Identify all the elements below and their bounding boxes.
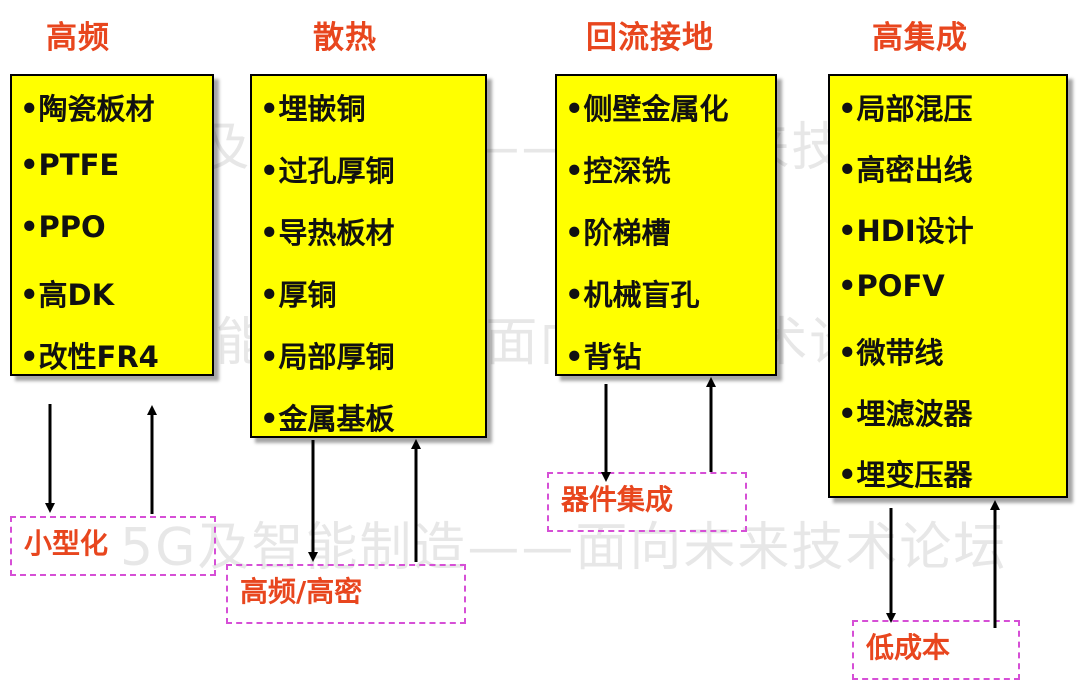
box-return-grounding: •侧壁金属化 •控深铣 •阶梯槽 •机械盲孔 •背钻 — [555, 74, 777, 376]
column-title-high-integration: 高集成 — [872, 20, 968, 56]
box-high-integration: •局部混压 •高密出线 •HDI设计 •POFV •微带线 •埋滤波器 •埋变压… — [828, 74, 1068, 498]
list-item: •埋变压器 — [838, 458, 973, 492]
list-item: •PTFE — [20, 148, 120, 182]
list-item: •金属基板 — [260, 402, 395, 436]
list-item: •机械盲孔 — [565, 278, 700, 312]
outcome-label: 小型化 — [24, 527, 109, 560]
outcome-low-cost: 低成本 — [852, 620, 1020, 680]
outcome-label: 器件集成 — [561, 483, 674, 516]
list-item: •高密出线 — [838, 153, 973, 187]
list-item: •厚铜 — [260, 278, 337, 312]
list-item: •微带线 — [838, 336, 944, 370]
list-item: •过孔厚铜 — [260, 154, 395, 188]
box-heat-dissipation: •埋嵌铜 •过孔厚铜 •导热板材 •厚铜 •局部厚铜 •金属基板 — [250, 74, 487, 438]
column-title-heat-dissipation: 散热 — [313, 20, 377, 56]
list-item: •改性FR4 — [20, 340, 159, 374]
list-item: •陶瓷板材 — [20, 92, 155, 126]
outcome-miniaturization: 小型化 — [10, 516, 216, 576]
list-item: •埋滤波器 — [838, 397, 973, 431]
outcome-label: 高频/高密 — [240, 575, 363, 608]
box-high-frequency: •陶瓷板材 •PTFE •PPO •高DK •改性FR4 — [10, 74, 214, 376]
list-item: •HDI设计 — [838, 214, 974, 248]
column-title-high-frequency: 高频 — [46, 20, 110, 56]
list-item: •控深铣 — [565, 154, 671, 188]
list-item: •局部厚铜 — [260, 340, 395, 374]
column-title-return-grounding: 回流接地 — [586, 20, 714, 56]
list-item: •阶梯槽 — [565, 216, 671, 250]
list-item: •侧壁金属化 — [565, 92, 729, 126]
list-item: •埋嵌铜 — [260, 92, 366, 126]
outcome-label: 低成本 — [866, 631, 951, 664]
list-item: •导热板材 — [260, 216, 395, 250]
list-item: •背钻 — [565, 340, 642, 374]
list-item: •PPO — [20, 210, 106, 244]
list-item: •POFV — [838, 269, 945, 303]
list-item: •局部混压 — [838, 92, 973, 126]
outcome-device-integration: 器件集成 — [547, 472, 747, 532]
list-item: •高DK — [20, 278, 115, 312]
outcome-high-frequency-density: 高频/高密 — [226, 564, 466, 624]
